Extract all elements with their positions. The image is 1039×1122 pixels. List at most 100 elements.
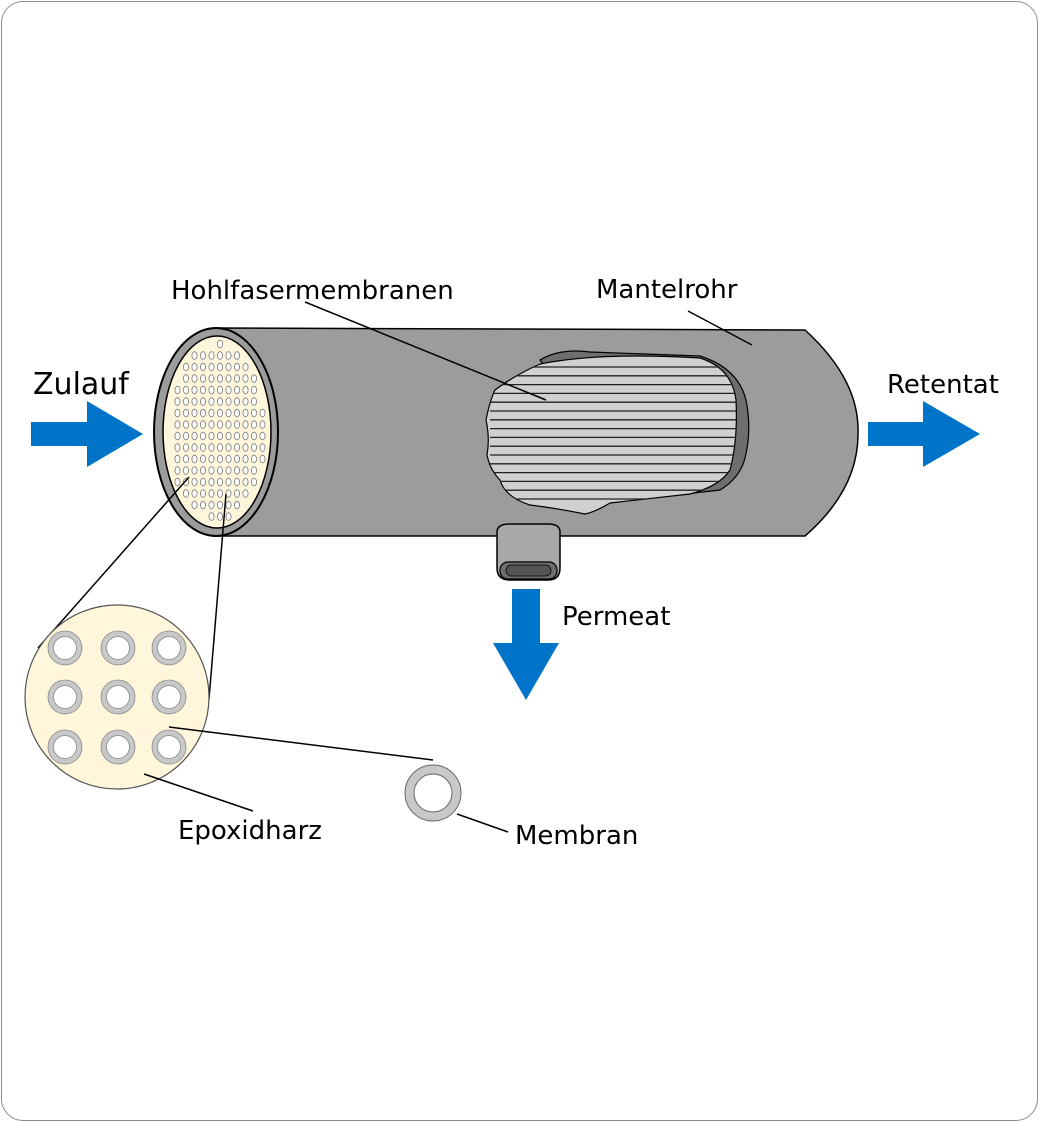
fiber-hole — [242, 489, 249, 498]
fiber-hole — [174, 397, 181, 406]
fiber-hole — [199, 489, 206, 498]
leader-shell — [687, 310, 753, 346]
membrane-lumen — [413, 773, 453, 813]
single-membrane — [404, 764, 462, 822]
fiber-hole — [233, 374, 240, 383]
fiber-hole — [199, 420, 206, 429]
fiber-hole — [242, 374, 249, 383]
fiber-hole — [191, 477, 198, 487]
detail-fiber-lumen — [157, 685, 181, 709]
permeate-arrow — [493, 589, 559, 700]
fiber-hole — [199, 466, 206, 475]
fiber-hole — [233, 443, 240, 452]
fiber-hole — [216, 339, 223, 349]
fiber-hole — [199, 362, 206, 372]
label-feed: Zulauf — [33, 367, 130, 402]
fiber-hole — [191, 374, 198, 383]
fiber-hole — [216, 420, 223, 429]
leader-fibers — [304, 301, 547, 401]
fiber-hole — [233, 362, 240, 372]
fiber-hole — [250, 408, 257, 418]
fiber-hole — [233, 420, 240, 429]
fiber-hole — [199, 374, 206, 383]
fiber-hole — [182, 420, 189, 429]
fiber-hole — [242, 454, 249, 464]
fiber-hole — [225, 397, 232, 406]
fiber-hole — [174, 385, 181, 395]
fiber-hole — [233, 351, 240, 360]
fiber-hole — [225, 477, 232, 487]
fiber-hole — [216, 477, 223, 487]
fiber-hole — [182, 454, 189, 464]
fiber-hole — [182, 408, 189, 418]
fiber-hole — [208, 408, 215, 418]
fiber-hole — [174, 431, 181, 441]
label-permeate: Permeat — [562, 602, 670, 632]
fiber-hole — [191, 466, 198, 475]
fiber-hole — [242, 443, 249, 452]
fiber-hole — [233, 500, 240, 510]
fiber-hole — [174, 466, 181, 475]
detail-cross-section — [24, 604, 210, 790]
fiber-hole — [225, 443, 232, 452]
fiber-hole — [216, 397, 223, 406]
fiber-hole — [225, 431, 232, 441]
fiber-hole — [250, 420, 257, 429]
fiber-hole — [225, 500, 232, 510]
fiber-hole — [242, 408, 249, 418]
fiber-hole — [191, 431, 198, 441]
fiber-hole — [208, 397, 215, 406]
label-shell-tube: Mantelrohr — [596, 275, 738, 305]
fiber-hole — [225, 362, 232, 372]
fiber-hole — [174, 443, 181, 452]
permeate-nozzle — [496, 523, 561, 581]
fiber-hole — [182, 362, 189, 372]
fiber-hole — [191, 362, 198, 372]
fiber-hole — [233, 466, 240, 475]
fiber-hole — [225, 385, 232, 395]
fiber-hole — [216, 408, 223, 418]
fiber-hole — [208, 420, 215, 429]
fiber-hole — [233, 397, 240, 406]
fiber-hole — [191, 489, 198, 498]
fiber-hole — [242, 362, 249, 372]
fiber-hole — [191, 397, 198, 406]
fiber-hole — [191, 385, 198, 395]
fiber-hole — [242, 397, 249, 406]
fiber-hole — [250, 454, 257, 464]
fiber-hole — [191, 408, 198, 418]
detail-fiber-rings — [47, 630, 187, 765]
end-face-fiber-holes — [174, 339, 266, 521]
fiber-hole — [225, 420, 232, 429]
fiber-hole — [191, 351, 198, 360]
nozzle-inner — [505, 564, 552, 577]
fiber-hole — [208, 351, 215, 360]
fiber-hole — [242, 477, 249, 487]
detail-fiber-lumen — [157, 735, 181, 759]
fiber-hole — [250, 466, 257, 475]
fiber-hole — [233, 408, 240, 418]
feed-arrow — [31, 401, 143, 467]
fiber-hole — [182, 385, 189, 395]
arrow-down-icon — [493, 589, 559, 700]
label-epoxy: Epoxidharz — [178, 816, 322, 846]
leader-membrane-top — [168, 726, 434, 761]
detail-fiber-lumen — [106, 636, 130, 660]
fiber-hole — [216, 489, 223, 498]
fiber-hole — [208, 454, 215, 464]
fiber-hole — [208, 500, 215, 510]
fiber-hole — [250, 374, 257, 383]
detail-fiber-lumen — [53, 685, 77, 709]
fiber-hole — [199, 500, 206, 510]
fiber-hole — [216, 374, 223, 383]
fiber-hole — [174, 408, 181, 418]
fiber-hole — [208, 374, 215, 383]
fiber-hole — [174, 454, 181, 464]
fiber-hole — [259, 431, 266, 441]
cutout-fibers-area — [485, 355, 737, 515]
fiber-hole — [208, 466, 215, 475]
fiber-hole — [199, 454, 206, 464]
fiber-hole — [208, 477, 215, 487]
cutout-view — [485, 350, 750, 515]
